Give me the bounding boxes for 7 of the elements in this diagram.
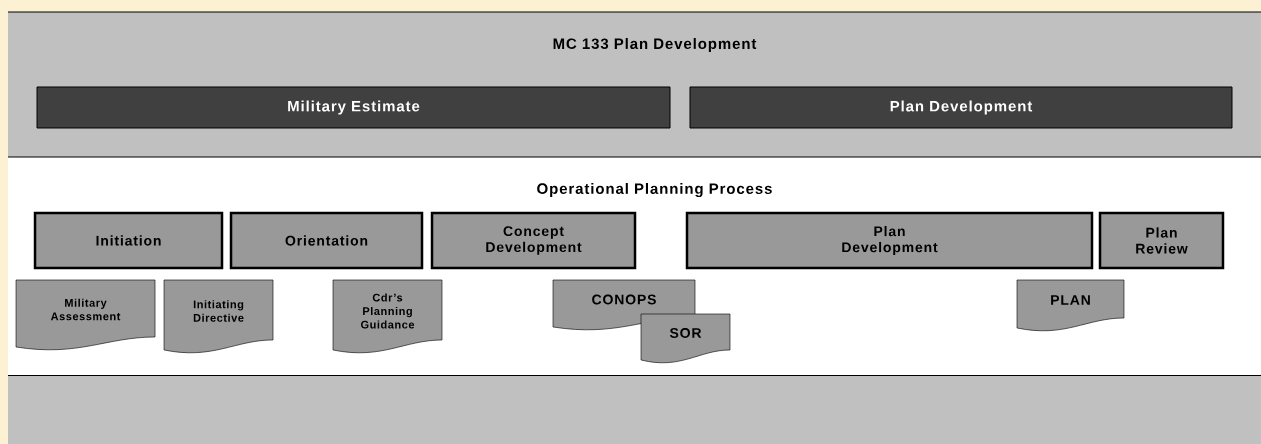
phase-bar: Plan Development bbox=[689, 86, 1233, 129]
phase-box: Plan Development bbox=[685, 211, 1094, 270]
phase-box: Concept Development bbox=[430, 211, 637, 270]
phase-box: Plan Review bbox=[1098, 211, 1225, 270]
phase-box: Orientation bbox=[229, 211, 424, 270]
phase-bar: Military Estimate bbox=[36, 86, 671, 129]
phase-box: Initiation bbox=[33, 211, 224, 270]
